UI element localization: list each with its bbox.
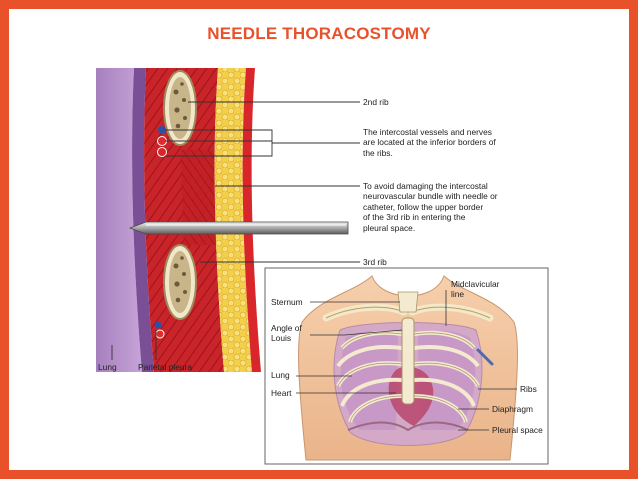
label-inset-lung: Lung [271,370,290,380]
lung-left [340,330,398,430]
label-midclavicular-line: Midclavicular line [451,279,499,300]
leader-lines [111,101,360,360]
label-intercostal-vessels: The intercostal vessels and nerves are l… [363,127,496,158]
label-parietal-pleura: Parietal pleura [138,362,193,372]
diaphragm [347,421,469,432]
label-line: The intercostal vessels and nerves [363,127,492,137]
label-lung: Lung [98,362,117,372]
label-technique: To avoid damaging the intercostal neurov… [363,181,498,233]
label-line: the ribs. [363,147,393,158]
label-diaphragm: Diaphragm [492,404,533,414]
label-3rd-rib: 3rd rib [363,257,387,267]
chest-wall-cross-section [96,68,360,372]
lung-right [418,330,476,430]
subcutaneous-fat [214,68,252,372]
label-line: of the 3rd rib in entering the [363,212,466,223]
label-2nd-rib: 2nd rib [363,97,389,107]
inset-leader-lines [296,301,517,431]
label-line: line [451,289,465,300]
lung-region [96,68,142,372]
skin-layer [242,68,261,372]
rib-2 [163,70,197,146]
label-line: To avoid damaging the intercostal [363,181,488,191]
label-line: Midclavicular [451,279,500,289]
sternum [401,317,415,405]
neck-vertebrae [397,291,419,313]
intercostal-muscle-inner [180,150,216,245]
label-heart: Heart [271,388,292,398]
needle [128,221,349,235]
parietal-pleura [132,68,154,372]
label-line: Louis [271,333,292,344]
label-ribs: Ribs [520,384,537,394]
chest-inset [264,267,549,465]
label-sternum: Sternum [271,297,303,307]
label-line: pleural space. [363,222,416,233]
inset-needle [476,348,494,366]
label-line: are located at the inferior borders of [363,137,496,148]
label-pleural-space: Pleural space [492,425,543,435]
label-line: neurovascular bundle with needle or [363,191,498,202]
rib-3 [163,244,197,320]
label-angle-of-louis: Angle of Louis [271,323,302,344]
label-line: Angle of [271,323,302,333]
label-line: catheter, follow the upper border [363,201,484,212]
slide-title: NEEDLE THORACOSTOMY [207,24,431,43]
